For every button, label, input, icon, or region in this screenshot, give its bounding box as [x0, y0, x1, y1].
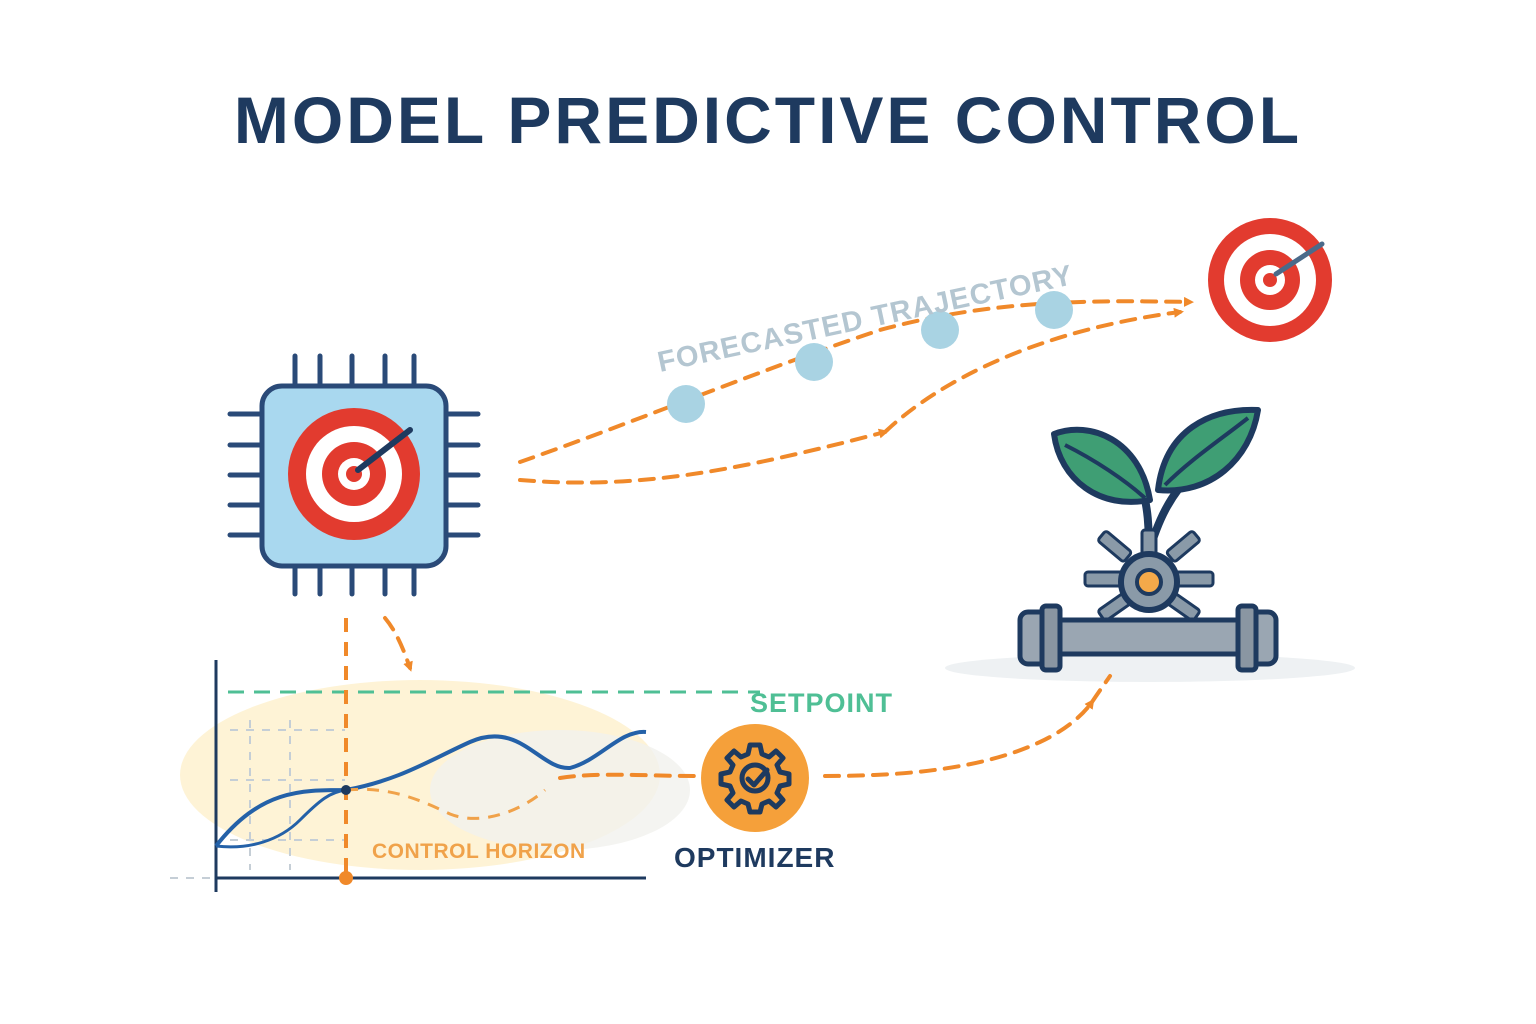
goal-target-icon: [1208, 218, 1332, 342]
setpoint-label: SETPOINT: [750, 688, 893, 718]
response-curve: [214, 729, 647, 848]
controller-chip-icon: [227, 353, 481, 597]
optimizer-label: OPTIMIZER: [674, 842, 835, 873]
optimizer-arrows: [558, 674, 1112, 780]
prediction-chart: [170, 618, 760, 892]
optimizer-gear-icon: [701, 724, 809, 832]
forecast-arrows: [383, 296, 1194, 672]
forecast-points: [667, 291, 1073, 423]
controller-target-icon: [288, 408, 420, 540]
page-title: MODEL PREDICTIVE CONTROL: [233, 83, 1303, 157]
plant-valve-icon: [945, 406, 1355, 682]
control-horizon-label: CONTROL HORIZON: [372, 840, 586, 863]
control-input-curve: [345, 787, 546, 820]
forecast-label: FORECASTED TRAJECTORY: [655, 259, 1076, 378]
